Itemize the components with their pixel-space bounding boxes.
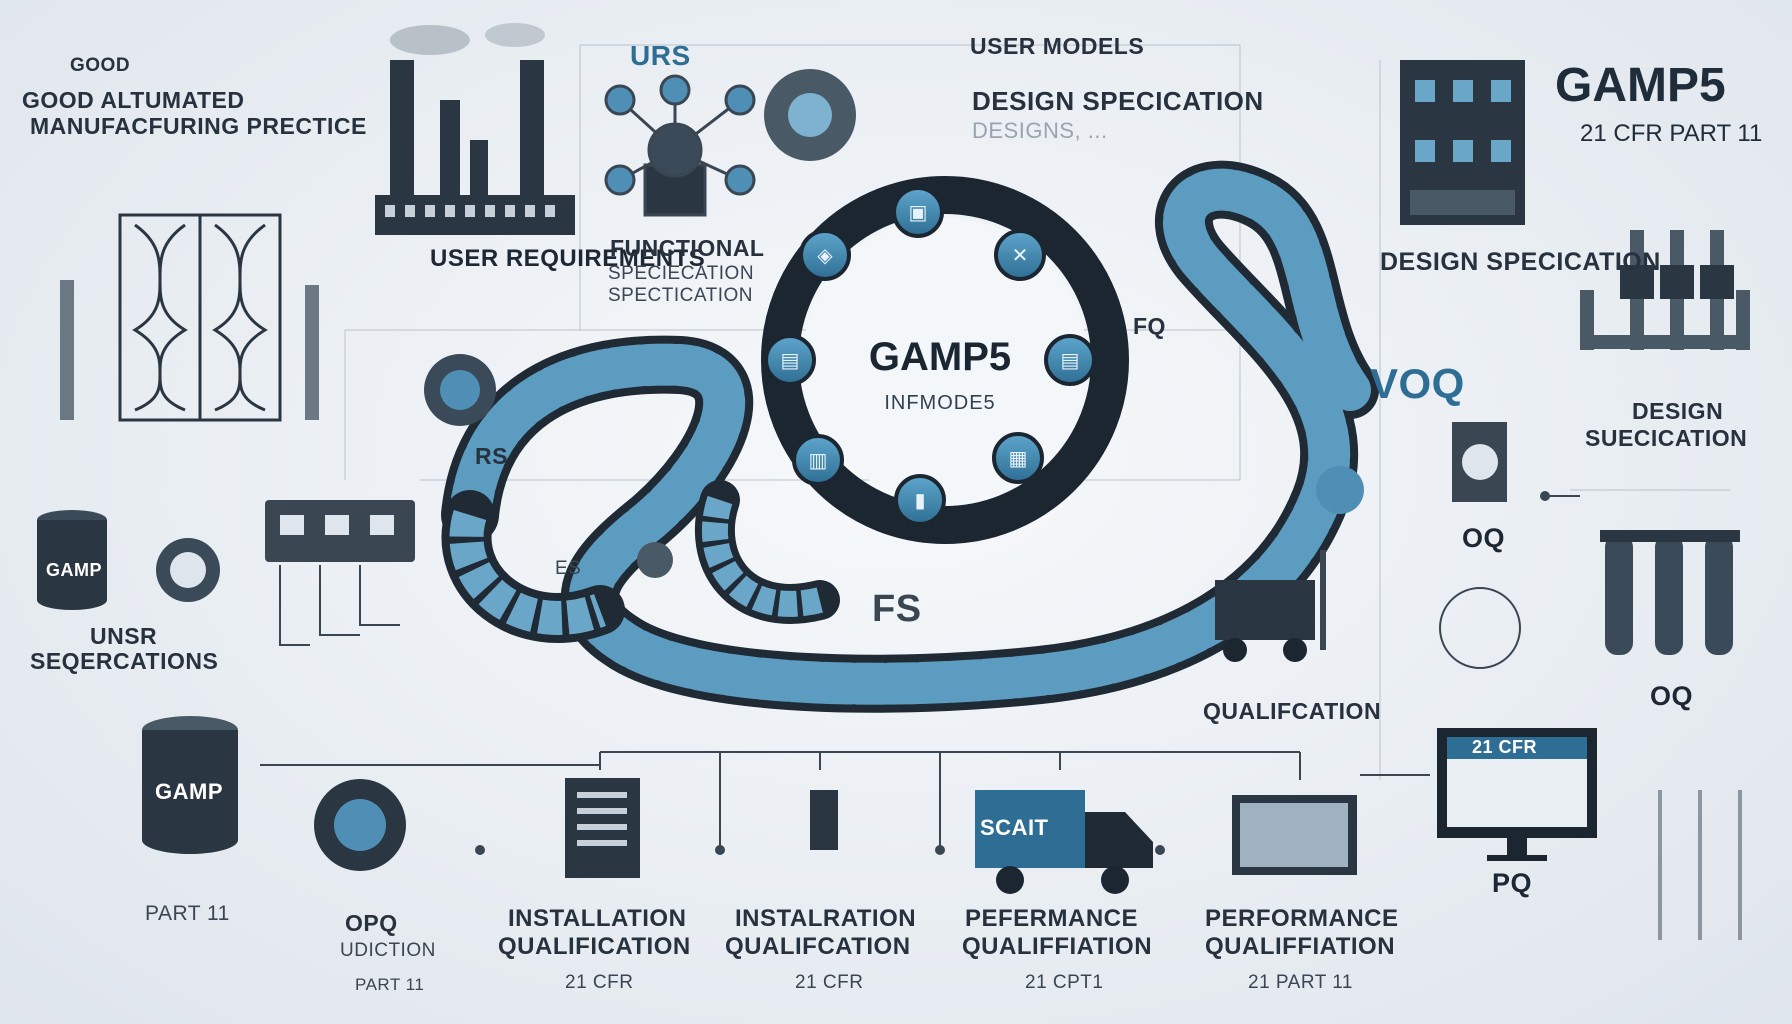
col1-line3: 21 CFR <box>565 972 634 993</box>
good-label-2: GOOD ALTUMATED <box>22 87 245 113</box>
functional-label: FUNCTIONAL <box>610 235 765 261</box>
opq-label: OPQ <box>345 910 398 936</box>
seqercations-label: SEQERCATIONS <box>30 648 219 674</box>
svg-text:▤: ▤ <box>1061 348 1080 372</box>
winding-road <box>441 160 1379 713</box>
oq-badges <box>1316 422 1521 669</box>
oq-label-2: OQ <box>1650 681 1694 711</box>
monitor <box>1437 728 1597 861</box>
col2-line2: QUALIFCATION <box>725 933 911 960</box>
cfr-screen-label: 21 CFR <box>1472 737 1538 757</box>
col4-line1: PERFORMANCE <box>1205 905 1399 932</box>
part11-left-label: PART 11 <box>145 902 230 925</box>
gamp-barrel-label-2: GAMP <box>155 779 223 804</box>
svg-text:▦: ▦ <box>1009 446 1028 470</box>
document-panel <box>565 778 1357 878</box>
oq-label-1: OQ <box>1462 523 1506 553</box>
voq-label: VOQ <box>1370 360 1465 407</box>
bottom-connectors <box>260 495 1580 850</box>
center-title: GAMP5 <box>868 335 1012 379</box>
center-subtitle: INFMODE5 <box>884 392 996 414</box>
gear-icons <box>156 69 856 871</box>
factory-illustration <box>375 23 575 235</box>
col3-line1: PEFERMANCE <box>965 905 1139 932</box>
qualification-label: QUALIFCATION <box>1203 698 1382 724</box>
pipe-assembly <box>1580 230 1750 350</box>
part11-bottom-label: PART 11 <box>355 975 425 994</box>
user-label: USER REQUIREMENTS <box>430 245 706 272</box>
fq-label: FQ <box>1133 313 1166 339</box>
design-spec-right2-line1: DESIGN <box>1632 398 1724 424</box>
delivery-truck <box>975 790 1153 894</box>
svg-text:▣: ▣ <box>909 200 928 224</box>
col1-line2: QUALIFICATION <box>498 933 691 960</box>
es-label: ES <box>555 558 582 579</box>
col2-line3: 21 CFR <box>795 972 864 993</box>
svg-text:◈: ◈ <box>817 243 833 267</box>
network-hub <box>604 74 756 217</box>
central-ring: ▣ ◈ ✕ ▤ ▤ ▥ ▦ ▮ <box>761 176 1129 544</box>
svg-text:▤: ▤ <box>781 348 800 372</box>
col2-line1: INSTALRATION <box>735 905 917 932</box>
col1-line1: INSTALLATION <box>508 905 687 932</box>
design-spec-right2-line2: SUECICATION <box>1585 425 1748 451</box>
gamp-barrel-label-1: GAMP <box>46 560 102 580</box>
barrels <box>37 510 238 854</box>
functional-sub2: SPECTICATION <box>608 285 753 306</box>
design-spec-top-label: DESIGN SPECICATION <box>972 86 1264 116</box>
svg-text:▮: ▮ <box>914 488 925 512</box>
server-cabinet <box>1400 60 1525 225</box>
svg-text:▥: ▥ <box>809 448 828 472</box>
fs-label: FS <box>872 588 922 630</box>
design-spec-right-label: DESIGN SPECICATION <box>1380 248 1661 276</box>
good-label-1: GOOD <box>70 55 131 76</box>
test-tubes <box>1600 530 1742 940</box>
dna-frames <box>60 213 319 422</box>
gamp5-subtitle: 21 CFR PART 11 <box>1580 120 1763 147</box>
truck-sign-label: SCAIT <box>980 815 1049 840</box>
col4-line3: 21 PART 11 <box>1248 972 1353 993</box>
functional-sub1: SPECIECATION <box>608 263 755 284</box>
design-spec-ghost-label: DESIGNS, ... <box>972 118 1108 143</box>
unsr-label: UNSR <box>90 623 158 649</box>
control-panels <box>265 500 415 646</box>
col3-line2: QUALIFFIATION <box>962 933 1153 960</box>
forklift <box>1215 550 1326 662</box>
gamp5-title: GAMP5 <box>1555 59 1726 112</box>
col3-line3: 21 CPT1 <box>1025 972 1104 993</box>
col4-line2: QUALIFFIATION <box>1205 933 1396 960</box>
connector-dots <box>475 491 1550 855</box>
udiction-label: UDICTION <box>340 940 436 961</box>
user-models-label: USER MODELS <box>970 33 1145 59</box>
rs-label: RS <box>475 443 508 469</box>
svg-text:✕: ✕ <box>1012 243 1029 267</box>
pq-label: PQ <box>1492 868 1533 898</box>
urs-label: URS <box>630 40 691 71</box>
good-label-3: MANUFACFURING PRECTICE <box>30 113 367 139</box>
